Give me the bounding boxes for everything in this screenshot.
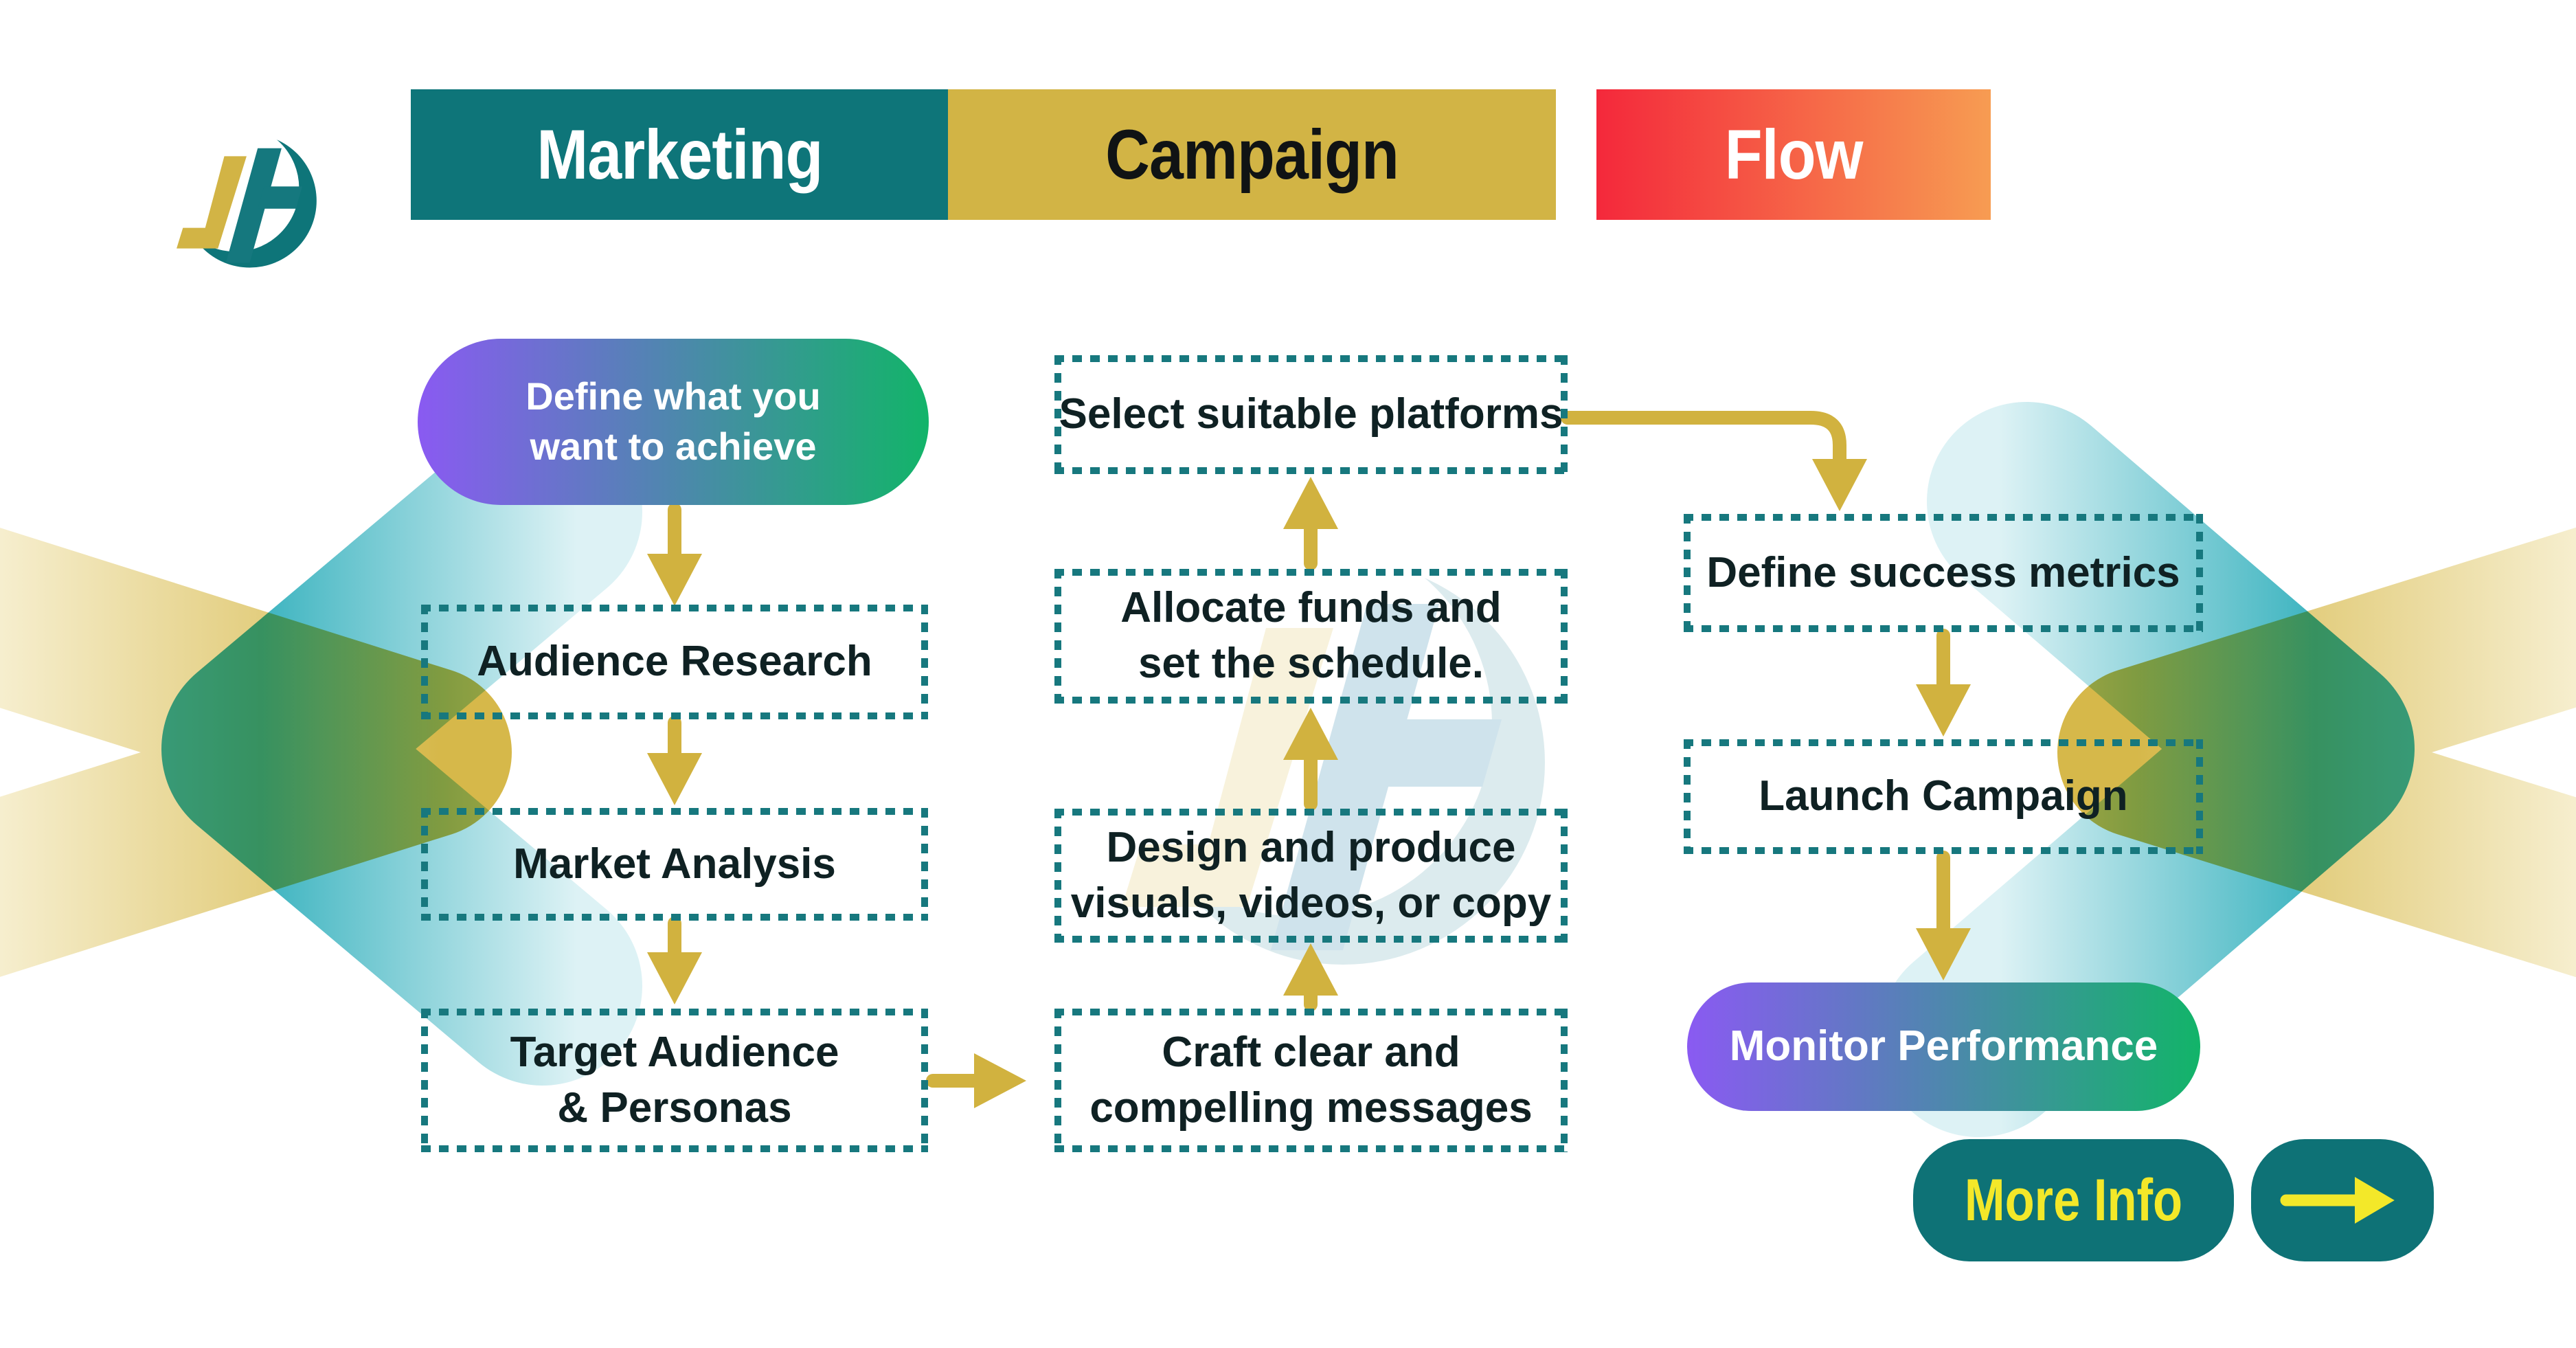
node-craft-messages: Craft clear and compelling messages: [1054, 1009, 1568, 1152]
node-define-goal: Define what you want to achieve: [418, 339, 929, 505]
node-define-goal-label: Define what you want to achieve: [526, 374, 821, 468]
header-label-marketing: Marketing: [536, 115, 823, 194]
more-info-button-label: More Info: [1964, 1167, 2183, 1233]
header-bar-marketing: Marketing: [411, 89, 948, 220]
header-bar-flow: Flow: [1596, 89, 1991, 220]
node-define-metrics-label: Define success metrics: [1706, 548, 2180, 596]
node-define-metrics: Define success metrics: [1684, 514, 2203, 632]
node-design-produce-label: Design and produce visuals, videos, or c…: [1070, 823, 1552, 927]
node-craft-messages-label: Craft clear and compelling messages: [1089, 1028, 1533, 1132]
arrow-select-to-metrics: [1561, 411, 1867, 511]
node-select-platforms-label: Select suitable platforms: [1059, 390, 1563, 438]
node-allocate-funds: Allocate funds and set the schedule.: [1054, 569, 1568, 704]
header-label-flow: Flow: [1724, 115, 1864, 194]
node-select-platforms: Select suitable platforms: [1054, 355, 1568, 474]
node-design-produce: Design and produce visuals, videos, or c…: [1054, 809, 1568, 943]
node-market-analysis-label: Market Analysis: [513, 840, 836, 888]
node-launch-campaign: Launch Campaign: [1684, 739, 2203, 854]
arrow-button[interactable]: [2251, 1139, 2434, 1261]
node-audience-research-label: Audience Research: [477, 638, 872, 686]
node-launch-campaign-label: Launch Campaign: [1759, 772, 2128, 820]
jt-logo: [172, 129, 317, 268]
node-monitor-performance: Monitor Performance: [1687, 982, 2200, 1111]
node-monitor-performance-label: Monitor Performance: [1729, 1022, 2158, 1070]
more-info-button[interactable]: More Info: [1913, 1139, 2234, 1261]
header-bar-campaign: Campaign: [948, 89, 1556, 220]
node-target-audience: Target Audience & Personas: [421, 1009, 928, 1152]
header-label-campaign: Campaign: [1105, 115, 1399, 194]
right-arrow-icon: [2280, 1177, 2395, 1224]
node-audience-research: Audience Research: [421, 605, 928, 719]
node-allocate-funds-label: Allocate funds and set the schedule.: [1120, 584, 1502, 687]
node-market-analysis: Market Analysis: [421, 808, 928, 921]
node-target-audience-label: Target Audience & Personas: [510, 1028, 839, 1132]
